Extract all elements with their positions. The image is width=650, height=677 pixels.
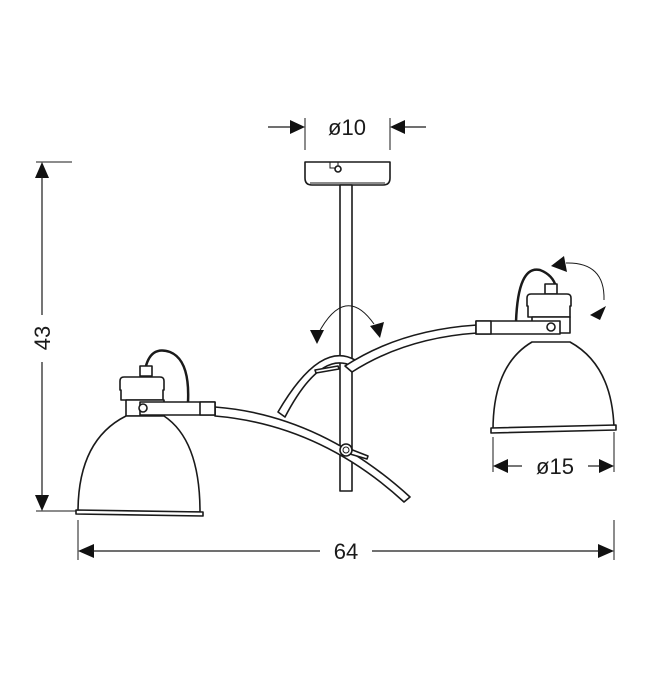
- height-label: 43: [30, 326, 55, 350]
- width-dimension: 64: [77, 520, 615, 564]
- left-lamp-shade: [75, 349, 216, 517]
- center-rod: [339, 184, 353, 492]
- right-lamp-shade: [475, 268, 617, 434]
- height-dimension: 43: [30, 161, 78, 512]
- canopy-diameter-dimension: ø10: [268, 115, 426, 150]
- shade-tilt-arrow-icon: [551, 256, 606, 320]
- canopy-diameter-label: ø10: [328, 115, 366, 140]
- ceiling-canopy: [304, 161, 391, 186]
- shade-diameter-label: ø15: [536, 454, 574, 479]
- width-label: 64: [334, 539, 358, 564]
- shade-diameter-dimension: ø15: [492, 432, 615, 479]
- rotation-arrow-icon: [310, 305, 384, 344]
